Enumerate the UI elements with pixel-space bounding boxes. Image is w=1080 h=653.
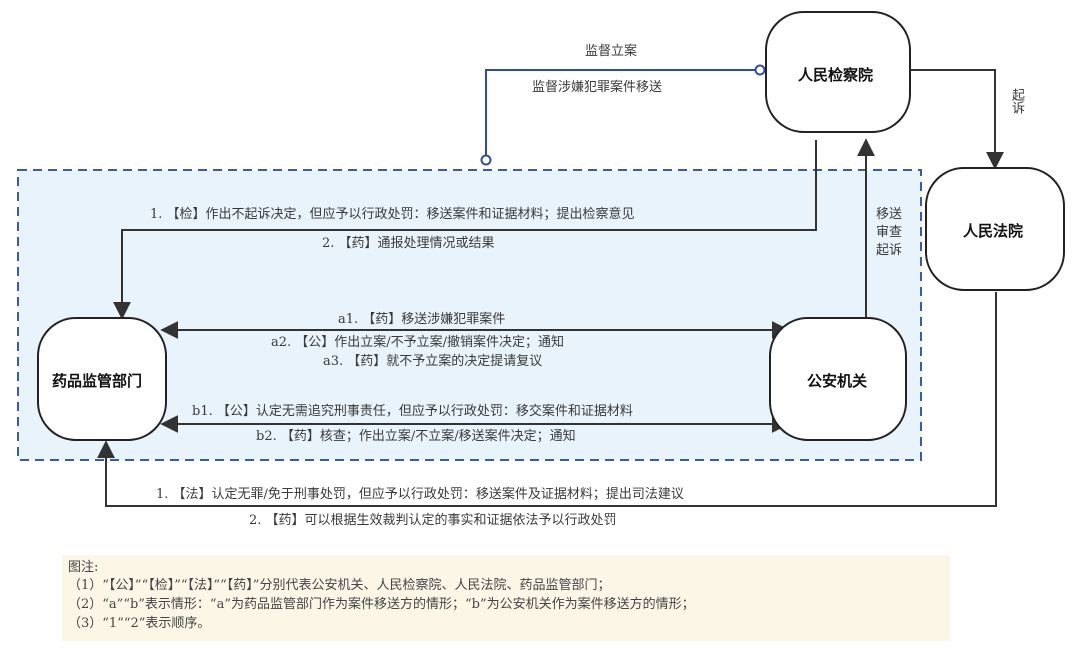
- legend-item-2: （2）“a”“b”表示情形：“a”为药品监管部门作为案件移送方的情形；“b”为公…: [68, 597, 695, 612]
- police-label: 公安机关: [807, 372, 868, 390]
- legend-box: 图注: （1）“【公】”“【检】”“【法】”“【药】”分别代表公安机关、人民检察…: [62, 555, 950, 641]
- prosecute-arrow: [910, 69, 1004, 170]
- legend-title: 图注:: [68, 560, 99, 575]
- node-procuratorate: [765, 11, 911, 133]
- supervise-end-dot: [754, 64, 766, 76]
- supervise-start-dot: [480, 154, 492, 166]
- a2-label: a2. 【公】作出立案/不予立案/撤销案件决定；通知: [271, 335, 565, 350]
- node-court: [925, 167, 1065, 291]
- proc-to-drug-label-2: 2. 【药】通报处理情况或结果: [322, 236, 495, 251]
- a3-label: a3. 【药】就不予立案的决定提请复议: [323, 354, 543, 369]
- proc-to-drug-arrow: [113, 140, 817, 320]
- review-label-line-3: 起诉: [876, 243, 903, 258]
- review-label: 移送 审查 起诉: [876, 206, 902, 260]
- legend-item-1: （1）“【公】”“【检】”“【法】”“【药】”分别代表公安机关、人民检察院、人民…: [68, 578, 611, 593]
- supervise-label-2: 监督涉嫌犯罪案件移送: [532, 80, 663, 95]
- court-to-drug-label-1: 1. 【法】认定无罪/免于刑事处罚，但应予以行政处罚：移送案件及证据材料；提出司…: [156, 487, 684, 502]
- node-drug-dept: [37, 317, 167, 441]
- court-to-drug-arrow: [97, 292, 997, 507]
- supervise-label-1: 监督立案: [585, 44, 638, 59]
- review-label-line-2: 审查: [876, 225, 903, 240]
- a1-label: a1. 【药】移送涉嫌犯罪案件: [338, 312, 506, 327]
- legend-item-3: （3）“1”“2”表示顺序。: [68, 616, 211, 631]
- b1-label: b1. 【公】认定无需追究刑事责任，但应予以行政处罚：移交案件和证据材料: [192, 404, 633, 419]
- prosecute-label: 起诉: [1009, 88, 1024, 114]
- node-police: [769, 317, 907, 441]
- court-to-drug-label-2: 2. 【药】可以根据生效裁判认定的事实和证据依法予以行政处罚: [249, 513, 617, 528]
- proc-to-drug-label-1: 1. 【检】作出不起诉决定，但应予以行政处罚：移送案件和证据材料；提出检察意见: [150, 207, 635, 222]
- procuratorate-label: 人民检察院: [798, 66, 874, 84]
- supervise-line: [485, 69, 760, 160]
- b2-label: b2. 【药】核查；作出立案/不立案/移送案件决定；通知: [256, 429, 576, 444]
- review-label-line-1: 移送: [876, 207, 903, 222]
- court-label: 人民法院: [963, 222, 1024, 240]
- drug-dept-label: 药品监管部门: [52, 372, 143, 390]
